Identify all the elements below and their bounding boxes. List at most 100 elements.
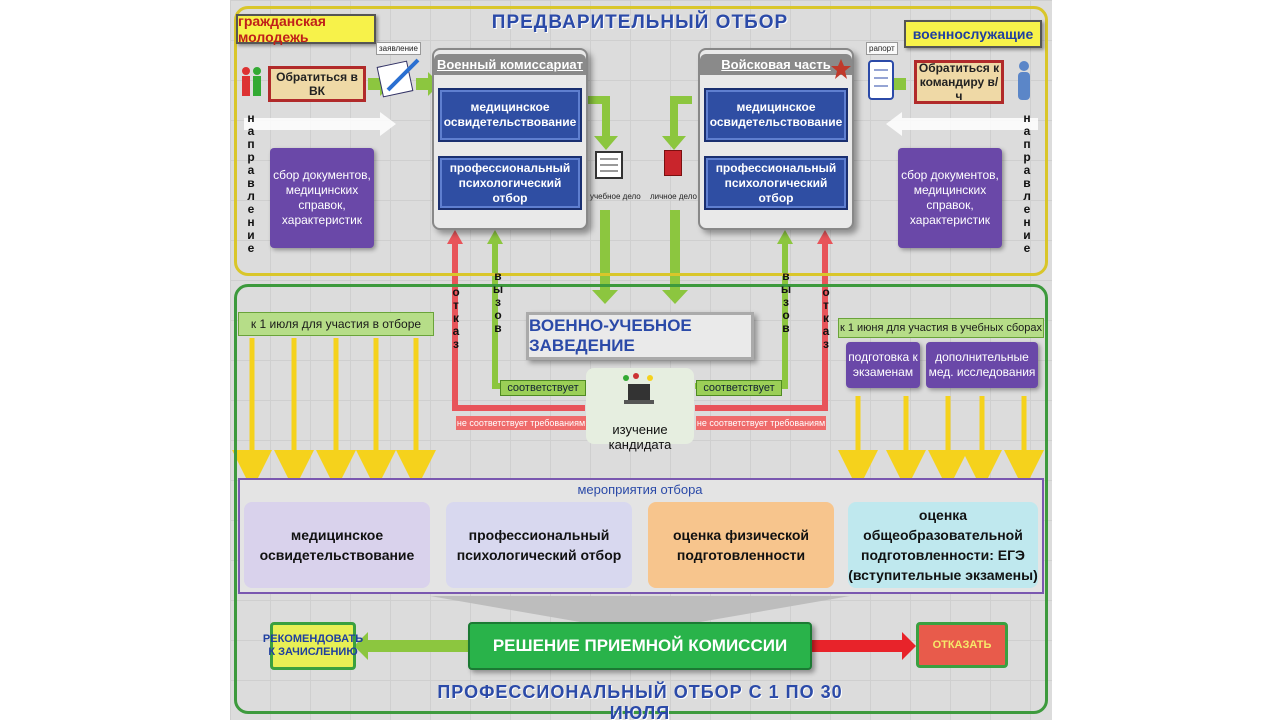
commissariat-med: медицинское освидетельствование [438,88,582,142]
commission-decision-box: РЕШЕНИЕ ПРИЕМНОЙ КОМИССИИ [468,622,812,670]
vertical-letter: к [822,311,829,325]
matches-right: соответствует [696,380,782,396]
vertical-letter: п [247,137,255,151]
yellow-arrows-left [232,338,436,490]
arrows-layer [232,72,1044,660]
green-arrow-vuz-right [662,210,688,304]
preliminary-frame [234,6,1048,276]
vertical-letter: р [1023,150,1031,164]
vertical-letter: в [782,269,790,283]
vertical-letter: о [782,308,790,322]
white-arrow-right [886,112,1038,136]
vertical-letter: ы [780,282,792,296]
funnel-shape [430,596,850,622]
unit-title: Войсковая часть [700,54,852,75]
unit-psych: профессиональный психологический отбор [704,156,848,210]
red-arrow-refuse [810,632,916,660]
apply-commander-box: Обратиться к командиру в/ч [914,60,1004,104]
vertical-letter: о [822,285,830,299]
vertical-letter: е [247,202,255,216]
personal-file-label: личное дело [650,192,697,201]
vertical-letter: в [247,176,255,190]
docs-left-box: сбор документов, медицинских справок, ха… [270,148,374,248]
vertical-letter: а [247,163,255,177]
vertical-letter: о [452,285,460,299]
vertical-letter: е [1023,241,1031,255]
statement-label: заявление [376,38,421,56]
military-label: военнослужащие [904,20,1042,48]
study-file-label: учебное дело [590,192,641,201]
vertical-letter: о [494,308,502,322]
vertical-letter: т [453,298,459,312]
yellow-arrows-right [838,396,1044,490]
document-pen-icon [374,56,422,98]
vertical-letter: т [823,298,829,312]
apply-vk-box: Обратиться в ВК [268,66,366,102]
event-edu: оценка общеобразовательной подготовленно… [848,502,1038,588]
vertical-letter: з [783,295,789,309]
vertical-letter: в [1023,176,1031,190]
red-arrow-right [695,240,828,411]
docs-right-box: сбор документов, медицинских справок, ха… [898,148,1002,248]
green-arrow-recommend [354,632,468,660]
green-arrow-vuz-left [592,210,618,304]
vertical-letter: н [1023,111,1031,125]
vertical-letter: е [247,241,255,255]
not-matches-left: не соответствует требованиям [456,416,586,430]
deadline-left: к 1 июля для участия в отборе [238,312,434,336]
commissariat-title: Военный комиссариат [434,54,586,75]
vertical-letter: а [1023,163,1031,177]
green-arrow-unit-file [662,96,692,150]
civilian-label: гражданская молодежь [236,13,376,45]
candidate-study-label: изучение кандидата [608,422,672,452]
candidate-study-box: изучение кандидата [586,368,694,452]
prep-exams-box: подготовка к экзаменам [846,342,920,388]
vertical-letter: в [782,321,790,335]
white-arrow-left [244,112,396,136]
matches-left: соответствует [500,380,586,396]
red-arrow-left [452,240,585,411]
person-icons [240,66,264,102]
vertical-letter: в [494,321,502,335]
vertical-letter: и [247,228,255,242]
event-med: медицинское освидетельствование [244,502,430,588]
vertical-letter: е [1023,202,1031,216]
commissariat-psych: профессиональный психологический отбор [438,156,582,210]
vertical-letter: н [1023,215,1031,229]
event-psych: профессиональный психологический отбор [446,502,632,588]
extra-med-box: дополнительные мед. исследования [926,342,1038,388]
vertical-letter: в [494,269,502,283]
vertical-letter: к [452,311,459,325]
event-phys: оценка физической подготовленности [648,502,834,588]
not-matches-right: не соответствует требованиям [696,416,826,430]
vertical-letter: з [495,295,501,309]
laptop-icon [620,372,660,412]
green-arrow-vk-file [588,96,618,150]
professional-frame [234,284,1048,714]
emblem-icon [830,58,852,80]
vertical-letter: а [1023,124,1031,138]
vertical-letter: а [452,324,460,338]
vertical-letter: л [1023,189,1031,203]
preliminary-title: ПРЕДВАРИТЕЛЬНЫЙ ОТБОР [491,12,789,33]
professional-title: ПРОФЕССИОНАЛЬНЫЙ ОТБОР С 1 ПО 30 ИЮЛЯ [437,682,843,723]
vertical-letter: р [247,150,255,164]
vertical-letter: з [823,337,829,351]
deadline-right: к 1 июня для участия в учебных сборах [838,318,1044,338]
recommend-box: РЕКОМЕНДОВАТЬ К ЗАЧИСЛЕНИЮ [263,622,363,670]
vertical-letter: а [822,324,830,338]
diagram-canvas: ПРЕДВАРИТЕЛЬНЫЙ ОТБОР гражданская молоде… [230,0,1052,723]
vertical-letter: ы [492,282,504,296]
refuse-box: ОТКАЗАТЬ [916,622,1008,668]
soldier-icon [1012,60,1036,102]
events-title: мероприятия отбора [577,482,703,497]
vertical-letter: н [247,215,255,229]
report-label: рапорт [866,38,898,56]
unit-med: медицинское освидетельствование [704,88,848,142]
military-institution-box: ВОЕННО-УЧЕБНОЕ ЗАВЕДЕНИЕ [526,312,754,360]
